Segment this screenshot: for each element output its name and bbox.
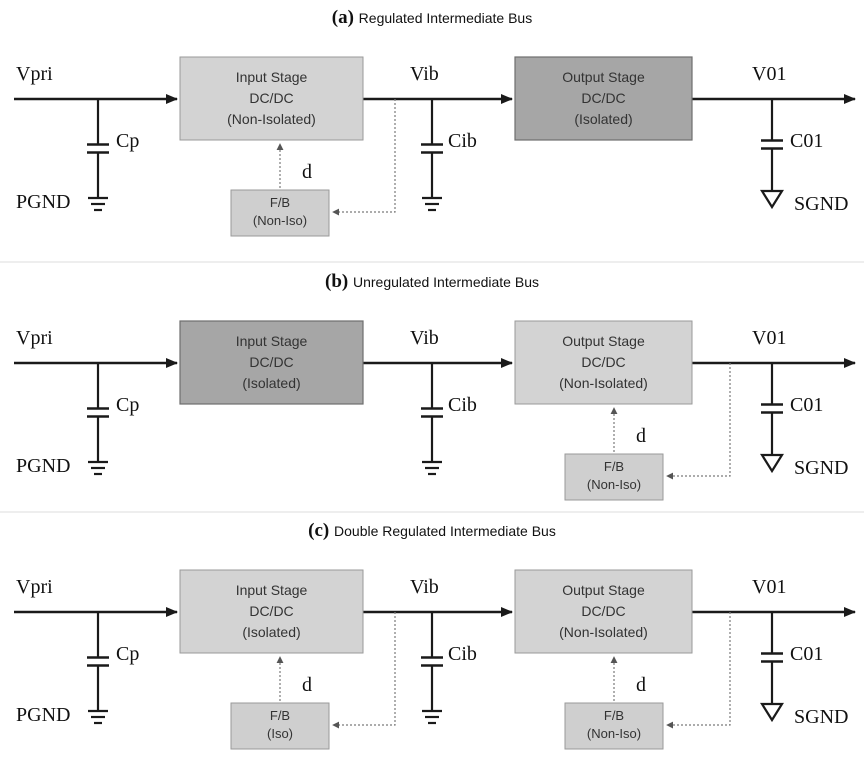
panel-letter: (a) [332,7,359,28]
input-d-label: d [302,674,312,696]
sgnd-label: SGND [794,193,848,215]
panel-title-text: Unregulated Intermediate Bus [353,274,539,290]
output-stage-box-label: Output Stage [562,582,645,598]
input-stage-box-label: Input Stage [236,69,308,85]
output-stage-box-label: Output Stage [562,69,645,85]
pgnd-label: PGND [16,455,70,477]
panel-title: (b) Unregulated Intermediate Bus [325,271,539,292]
input-fb-sense [332,99,396,216]
input-stage-box-label: Input Stage [236,333,308,349]
output-stage-box-label: (Non-Isolated) [559,375,648,391]
sgnd-label: SGND [794,457,848,479]
output-fb-sense [666,612,731,729]
sgnd-ground [760,189,784,210]
input-stage-box [179,56,364,141]
panel-title: (c) Double Regulated Intermediate Bus [308,520,556,541]
output-d-label: d [636,674,646,696]
output-stage-box-label: DC/DC [581,354,625,370]
input-fb-sense [332,612,396,729]
cp-label: Cp [116,130,139,152]
input-fb-box [230,189,330,237]
input-fb-box-label: (Non-Iso) [253,213,307,228]
input-fb-box-label: F/B [270,195,290,210]
output-fb-box [564,453,664,501]
output-fb-sense [666,363,731,480]
vib-label: Vib [410,327,439,349]
cp-label: Cp [116,643,139,665]
output-fb-box [564,702,664,750]
sgnd-label: SGND [794,706,848,728]
c01-label: C01 [790,394,823,416]
input-d-label: d [302,161,312,183]
output-stage-box-label: DC/DC [581,90,625,106]
panel-title-text: Double Regulated Intermediate Bus [334,523,556,539]
sgnd-ground [760,702,784,723]
v01-label: V01 [752,63,786,85]
cib-label: Cib [448,643,477,665]
output-stage-box [514,56,693,141]
panel-title-text: Regulated Intermediate Bus [359,10,533,26]
input-stage-box-label: Input Stage [236,582,308,598]
output-stage-box-label: (Isolated) [574,111,632,127]
panel-title: (a) Regulated Intermediate Bus [332,7,532,28]
pgnd-label: PGND [16,191,70,213]
output-fb-box-label: (Non-Iso) [587,477,641,492]
output-stage-box [514,569,693,654]
input-stage-box [179,569,364,654]
output-stage-box-label: Output Stage [562,333,645,349]
input-fb-box-label: (Iso) [267,726,293,741]
panel-letter: (b) [325,271,353,292]
output-fb-box-label: F/B [604,459,624,474]
output-fb-box-label: F/B [604,708,624,723]
output-stage-box-label: (Non-Isolated) [559,624,648,640]
v01-label: V01 [752,327,786,349]
vpri-label: Vpri [16,576,53,598]
output-d-label: d [636,425,646,447]
v01-label: V01 [752,576,786,598]
input-stage-box [179,320,364,405]
output-stage-box [514,320,693,405]
input-stage-box-label: (Non-Isolated) [227,111,316,127]
vpri-label: Vpri [16,327,53,349]
panel-letter: (c) [308,520,334,541]
input-fb-box-label: F/B [270,708,290,723]
sgnd-ground [760,453,784,474]
cib-label: Cib [448,130,477,152]
cib-label: Cib [448,394,477,416]
output-stage-box-label: DC/DC [581,603,625,619]
input-stage-box-label: DC/DC [249,603,293,619]
pgnd-label: PGND [16,704,70,726]
input-stage-box-label: (Isolated) [242,375,300,391]
vib-label: Vib [410,63,439,85]
input-fb-box [230,702,330,750]
c01-label: C01 [790,643,823,665]
input-stage-box-label: (Isolated) [242,624,300,640]
c01-label: C01 [790,130,823,152]
cp-label: Cp [116,394,139,416]
output-fb-box-label: (Non-Iso) [587,726,641,741]
vpri-label: Vpri [16,63,53,85]
panel-c: (c) Double Regulated Intermediate BusInp… [14,520,856,750]
vib-label: Vib [410,576,439,598]
input-stage-box-label: DC/DC [249,90,293,106]
input-stage-box-label: DC/DC [249,354,293,370]
